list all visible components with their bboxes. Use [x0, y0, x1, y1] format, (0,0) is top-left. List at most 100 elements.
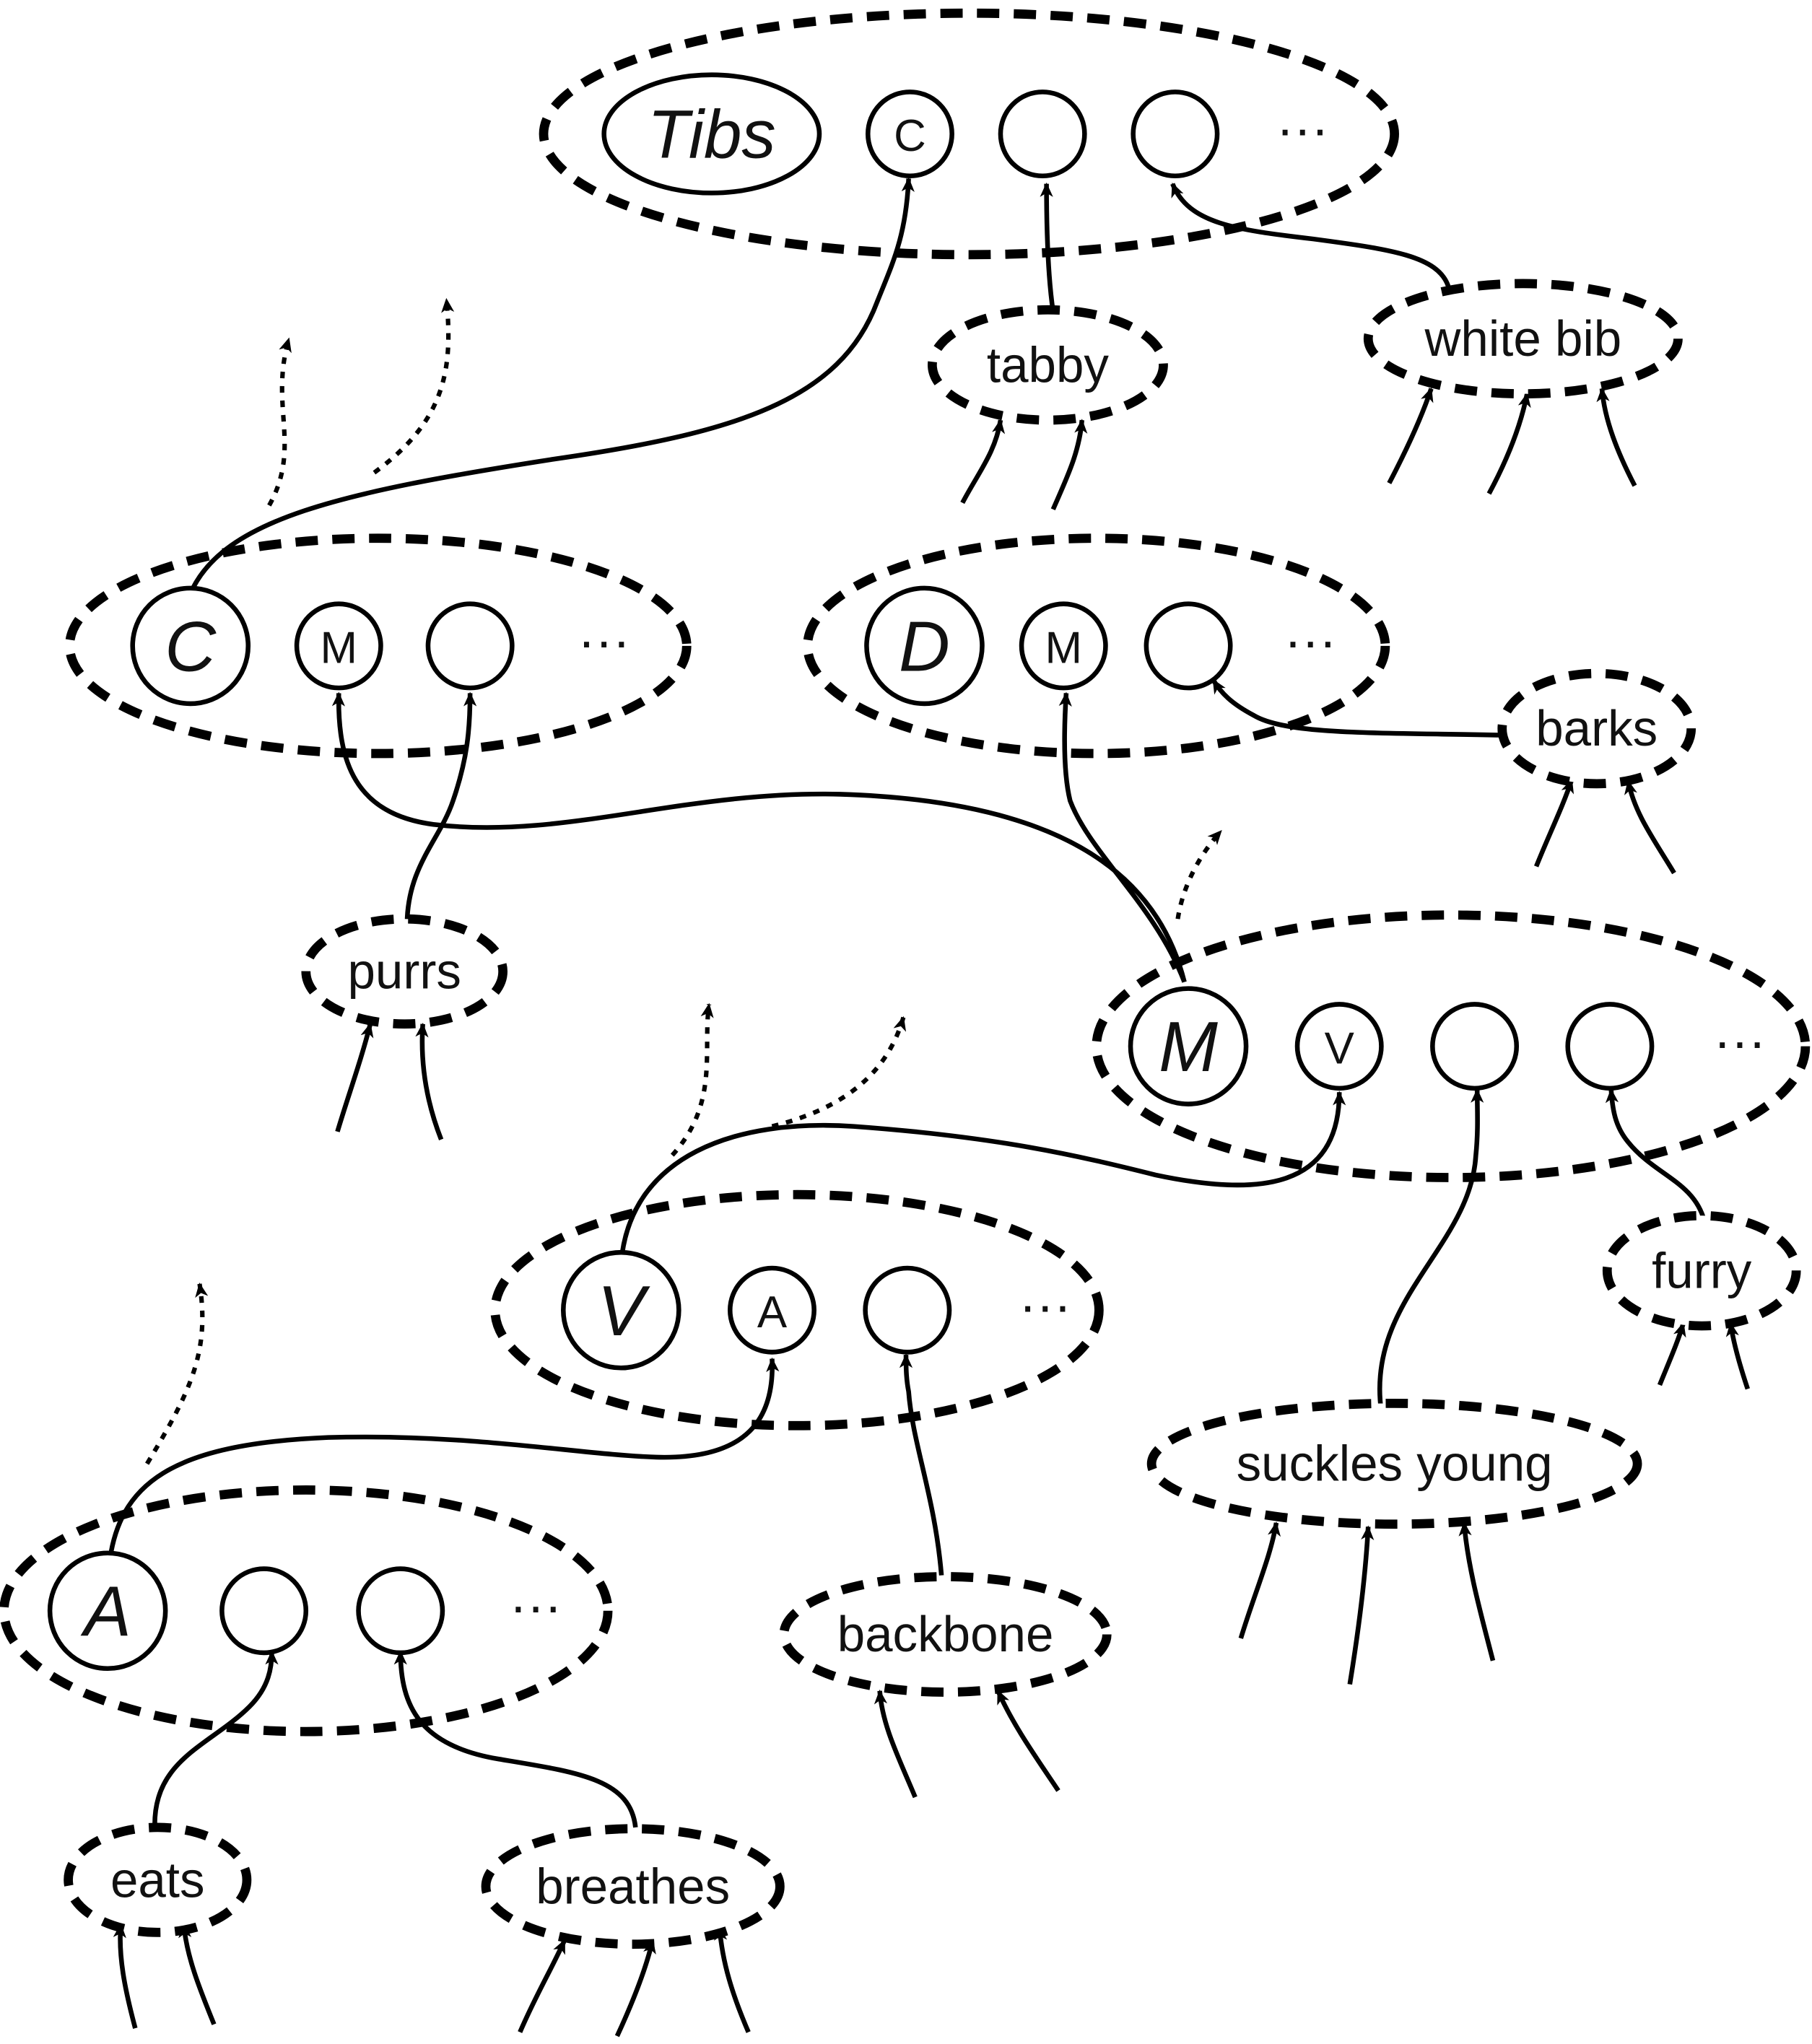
- feature-nodes: tabby white bib barks purrs furry suckle…: [64, 279, 1801, 1949]
- dotted-arrow-vertebrate-2: [771, 1016, 907, 1129]
- feature-backbone: [779, 1572, 1112, 1697]
- incoming-arrow: [518, 1939, 567, 2033]
- frame-vertebrate-slot-2: [863, 1265, 952, 1355]
- frame-dog-head-label: D: [899, 606, 950, 686]
- incoming-arrow: [996, 1690, 1060, 1792]
- frame-cat-ellipsis: ···: [578, 612, 630, 671]
- frame-vertebrate: V A ···: [490, 1189, 1104, 1431]
- feature-suckles-young-label: suckles young: [1237, 1436, 1553, 1492]
- frame-cat-slot-1-label: M: [321, 624, 358, 673]
- feature-eats: [64, 1822, 252, 1937]
- feature-barks-label: barks: [1536, 700, 1658, 756]
- feature-white-bib-label: white bib: [1424, 310, 1621, 367]
- frame-animal-head-node: [47, 1550, 168, 1672]
- feature-suckles-young: [1146, 1399, 1642, 1529]
- frame-cat-slot-2: [425, 601, 515, 691]
- incoming-arrow: [1387, 387, 1434, 484]
- incoming-arrow: [1596, 387, 1637, 487]
- frame-tibs: Tibs C ···: [539, 8, 1399, 260]
- incoming-arrow: [178, 1923, 217, 2025]
- connections: [106, 177, 1707, 1832]
- frame-animal-slot-1: [219, 1566, 309, 1656]
- frame-tibs-slot-1: [865, 89, 954, 179]
- feature-eats-label: eats: [110, 1851, 205, 1908]
- incoming-arrow: [1624, 779, 1676, 875]
- edge-eats-to-animal: [152, 1650, 279, 1832]
- incoming-arrow: [1347, 1525, 1375, 1685]
- feature-purrs-label: purrs: [347, 943, 461, 1000]
- incoming-arrow: [1050, 419, 1088, 511]
- edge-vertebrate-to-mammal: [619, 1091, 1346, 1264]
- frame-tibs-head-label: Tibs: [648, 96, 776, 172]
- feature-furry: [1602, 1210, 1801, 1331]
- frame-tibs-ellipsis: ···: [1276, 100, 1329, 159]
- frame-animal-boundary: [0, 1485, 613, 1737]
- frame-vertebrate-head-node: [561, 1249, 681, 1371]
- feature-white-bib: [1363, 279, 1683, 399]
- frame-dog-ellipsis: ···: [1284, 612, 1337, 671]
- frame-tibs-slot-3: [1131, 89, 1220, 179]
- feature-tabby-label: tabby: [987, 336, 1110, 393]
- edge-breathes-to-animal: [393, 1650, 638, 1828]
- edge-tabby-to-tibs: [1040, 182, 1055, 312]
- frame-vertebrate-boundary: [490, 1189, 1104, 1431]
- edge-backbone-to-vertebrate: [899, 1353, 944, 1576]
- feature-breathes-label: breathes: [536, 1858, 730, 1914]
- edge-mammal-to-cat: [331, 691, 1187, 983]
- incoming-arrow: [714, 1926, 751, 2033]
- incoming-arrow: [1486, 392, 1531, 495]
- incoming-arrow: [874, 1689, 918, 1799]
- frame-vertebrate-head-label: V: [598, 1271, 651, 1350]
- edge-furry-to-mammal: [1605, 1088, 1707, 1222]
- feature-backbone-label: backbone: [837, 1606, 1054, 1662]
- incoming-arrow: [1534, 778, 1574, 868]
- frame-tibs-head-node: [601, 72, 822, 196]
- edge-barks-to-dog: [1211, 678, 1504, 738]
- frame-vertebrate-slot-1: [728, 1265, 816, 1355]
- frame-mammal-slot-1: [1294, 1002, 1384, 1091]
- incoming-arrows: [113, 387, 1750, 2038]
- incoming-arrow: [1657, 1322, 1686, 1386]
- frame-mammal-head-label: M: [1159, 1007, 1218, 1086]
- edge-mammal-to-dog: [1058, 691, 1187, 983]
- frame-mammal: M V ···: [1092, 910, 1811, 1182]
- frame-mammal-head-node: [1128, 986, 1249, 1106]
- edge-animal-to-vertebrate: [106, 1357, 780, 1567]
- frame-cat-head-node: [130, 585, 251, 707]
- frame-tibs-boundary: [539, 8, 1399, 260]
- incoming-arrow: [614, 1939, 656, 2038]
- incoming-arrow: [1458, 1521, 1496, 1661]
- feature-tabby: [928, 305, 1168, 425]
- frame-animal-head-label: A: [80, 1571, 131, 1651]
- frame-cat-slot-1: [294, 601, 383, 691]
- feature-barks: [1497, 668, 1696, 789]
- edge-suckles-to-mammal: [1377, 1088, 1484, 1412]
- frame-tibs-slot-1-label: C: [894, 111, 926, 161]
- frame-animal-ellipsis: ···: [510, 1577, 562, 1635]
- frame-dog-head-node: [864, 585, 985, 707]
- edge-cat-to-tibs: [188, 177, 915, 595]
- frame-animal-slot-2: [356, 1566, 445, 1656]
- dotted-arrow-vertebrate-1: [670, 1003, 714, 1157]
- frame-animal: A ···: [0, 1485, 613, 1737]
- frame-mammal-slot-1-label: V: [1325, 1023, 1354, 1073]
- frame-vertebrate-slot-1-label: A: [757, 1288, 788, 1337]
- feature-furry-label: furry: [1652, 1242, 1752, 1298]
- incoming-arrow: [960, 419, 1006, 505]
- edge-whitebib-to-tibs: [1170, 182, 1451, 287]
- dotted-arrows: [145, 297, 1223, 1465]
- frame-cat-boundary: [65, 533, 692, 759]
- frame-mammal-slot-2: [1430, 1002, 1520, 1091]
- frame-mammal-slot-3: [1565, 1002, 1655, 1091]
- feature-breathes: [481, 1824, 785, 1949]
- frame-dog: D M ···: [803, 533, 1390, 759]
- frame-cat-head-label: C: [165, 606, 217, 686]
- dotted-arrow-animal: [145, 1283, 209, 1465]
- frame-dog-boundary: [803, 533, 1390, 759]
- incoming-arrow: [1238, 1521, 1281, 1639]
- frame-tibs-slot-2: [998, 89, 1087, 179]
- frame-dog-slot-2: [1144, 601, 1233, 691]
- incoming-arrow: [335, 1022, 374, 1132]
